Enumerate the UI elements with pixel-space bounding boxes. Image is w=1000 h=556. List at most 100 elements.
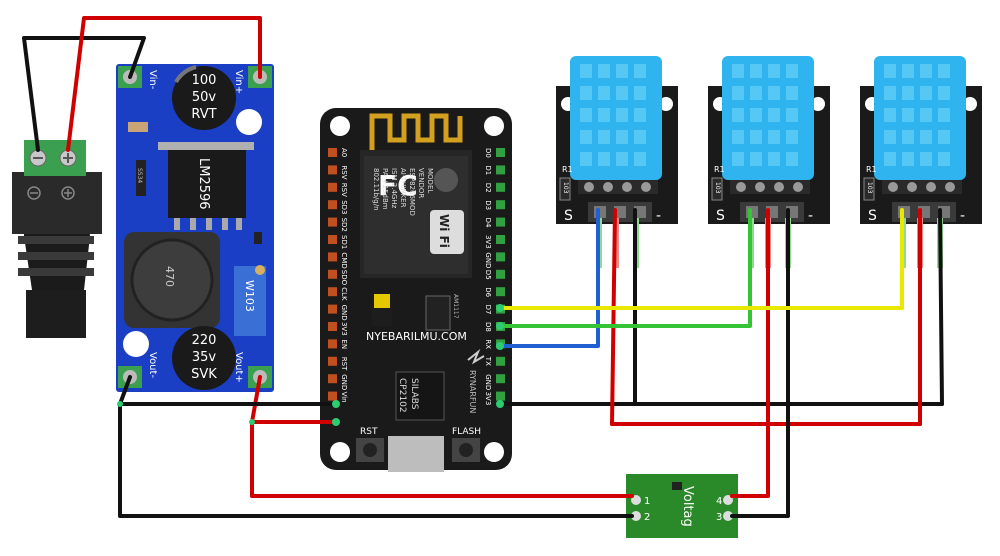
input-cap-voltage: 50v <box>192 90 217 105</box>
module-text-line: PA +25dBm <box>381 168 389 210</box>
header-pin <box>328 200 337 210</box>
resistor-label: R1 <box>714 165 725 174</box>
pin-connection-dots <box>117 304 504 426</box>
wire-jack-vin <box>66 16 262 152</box>
vin-plus-label: Vin+ <box>233 70 244 94</box>
module-text-line: 802.11b/g/n <box>372 168 380 211</box>
header-pin <box>496 269 505 279</box>
pin-label-right: D2 <box>484 183 492 193</box>
lightning-icon <box>467 348 485 365</box>
pin-label-right: RX <box>484 339 492 349</box>
svg-text:3: 3 <box>716 512 722 523</box>
header-pin <box>496 287 505 297</box>
svg-text:Wi Fi: Wi Fi <box>437 214 451 248</box>
header-pin <box>496 200 505 210</box>
pin-label-right: D6 <box>484 287 492 297</box>
wire-sensor1-vcc <box>610 208 617 426</box>
module-text-line: ISM 2.4GHz <box>390 168 398 209</box>
voltage-sensor-module: 1 2 4 3 Voltag <box>626 474 738 538</box>
header-pin <box>496 252 505 262</box>
vout-plus-label: Vout+ <box>233 352 244 383</box>
pin-label-left: GND <box>340 374 348 390</box>
pin-label-left: A0 <box>340 148 348 157</box>
resistor-value: 103 <box>866 182 873 194</box>
svg-text:AM1117: AM1117 <box>452 294 459 319</box>
pin-label-right: GND <box>484 252 492 268</box>
header-pin <box>328 148 337 157</box>
usb-serial-chip <box>395 371 445 421</box>
header-pin <box>496 374 505 384</box>
antenna-trace <box>369 113 463 150</box>
header-pin <box>328 304 337 314</box>
voltage-sensor-label: Voltag <box>680 486 695 527</box>
resistor-value: 103 <box>714 182 721 194</box>
svg-text:SVK: SVK <box>191 367 217 382</box>
svg-text:4: 4 <box>716 496 722 507</box>
svg-text:220: 220 <box>192 333 217 348</box>
header-pin <box>328 217 337 227</box>
pin-label-left: RSV <box>340 165 348 179</box>
pin-label-right: D1 <box>484 165 492 175</box>
svg-text:RYNARFUN: RYNARFUN <box>468 370 477 413</box>
wire-sensor1-data <box>498 208 600 348</box>
pin-label-left: CLK <box>340 287 348 301</box>
module-text-line: MODEL <box>426 168 434 193</box>
ground-label: - <box>808 208 813 224</box>
resistor-label: R1 <box>562 165 573 174</box>
svg-text:2: 2 <box>644 512 650 523</box>
pin-label-right: TX <box>484 356 492 366</box>
header-pin <box>328 322 337 331</box>
buck-converter-board: Vin- Vin+ 100 50v RVT SS34 LM2596 470 W1… <box>116 64 274 392</box>
pin-label-right: D0 <box>484 148 492 158</box>
wifi-logo <box>430 210 464 254</box>
trim-potentiometer <box>234 266 266 336</box>
module-text-line: AI-THINKER <box>399 168 407 208</box>
header-pin <box>328 374 337 384</box>
header-pin <box>328 252 337 262</box>
vout-minus-label: Vout- <box>147 352 158 378</box>
watermark: NYEBARILMU.COM <box>366 330 467 343</box>
pin-label-right: D3 <box>484 200 492 210</box>
header-pin <box>496 165 505 175</box>
rst-label: RST <box>360 427 378 437</box>
wire-sensor3-gnd <box>938 208 944 406</box>
module-text-line: ESP8266MOD <box>408 168 416 216</box>
pin-label-left: 3V3 <box>340 322 348 336</box>
wire-vout-plus-sensor <box>250 420 634 498</box>
pin-label-right: D5 <box>484 270 492 280</box>
diode <box>136 160 146 196</box>
pin-label-left: Vin <box>340 392 348 403</box>
header-pin <box>496 356 505 366</box>
svg-text:35v: 35v <box>192 350 217 365</box>
resistor-label: R1 <box>866 165 877 174</box>
wires <box>22 16 944 518</box>
input-cap-value: 100 <box>192 73 217 88</box>
resistor-value: 103 <box>562 182 569 194</box>
wire-sensor2-gnd <box>730 208 790 518</box>
flash-label: FLASH <box>452 427 481 437</box>
header-pin <box>496 182 505 192</box>
pin-label-right: 3V3 <box>484 235 492 249</box>
pin-label-right: 3V3 <box>484 392 492 406</box>
pin-label-left: GND <box>340 305 348 321</box>
signal-label: S <box>716 208 725 224</box>
input-capacitor <box>172 66 236 130</box>
pin-label-left: SD2 <box>340 218 348 232</box>
header-pin <box>328 391 337 401</box>
ic-label: LM2596 <box>196 158 211 210</box>
wire-sensor3-data <box>498 208 904 310</box>
vendor-logo-icon <box>434 168 458 192</box>
header-pin <box>328 269 337 279</box>
fcc-mark: FC <box>378 169 418 202</box>
signal-label: S <box>868 208 877 224</box>
ground-label: - <box>656 208 661 224</box>
pin-label-left: RST <box>340 357 348 371</box>
pin-label-left: SDO <box>340 270 348 286</box>
plus-symbol-icon <box>61 186 75 200</box>
header-pin <box>496 235 505 244</box>
